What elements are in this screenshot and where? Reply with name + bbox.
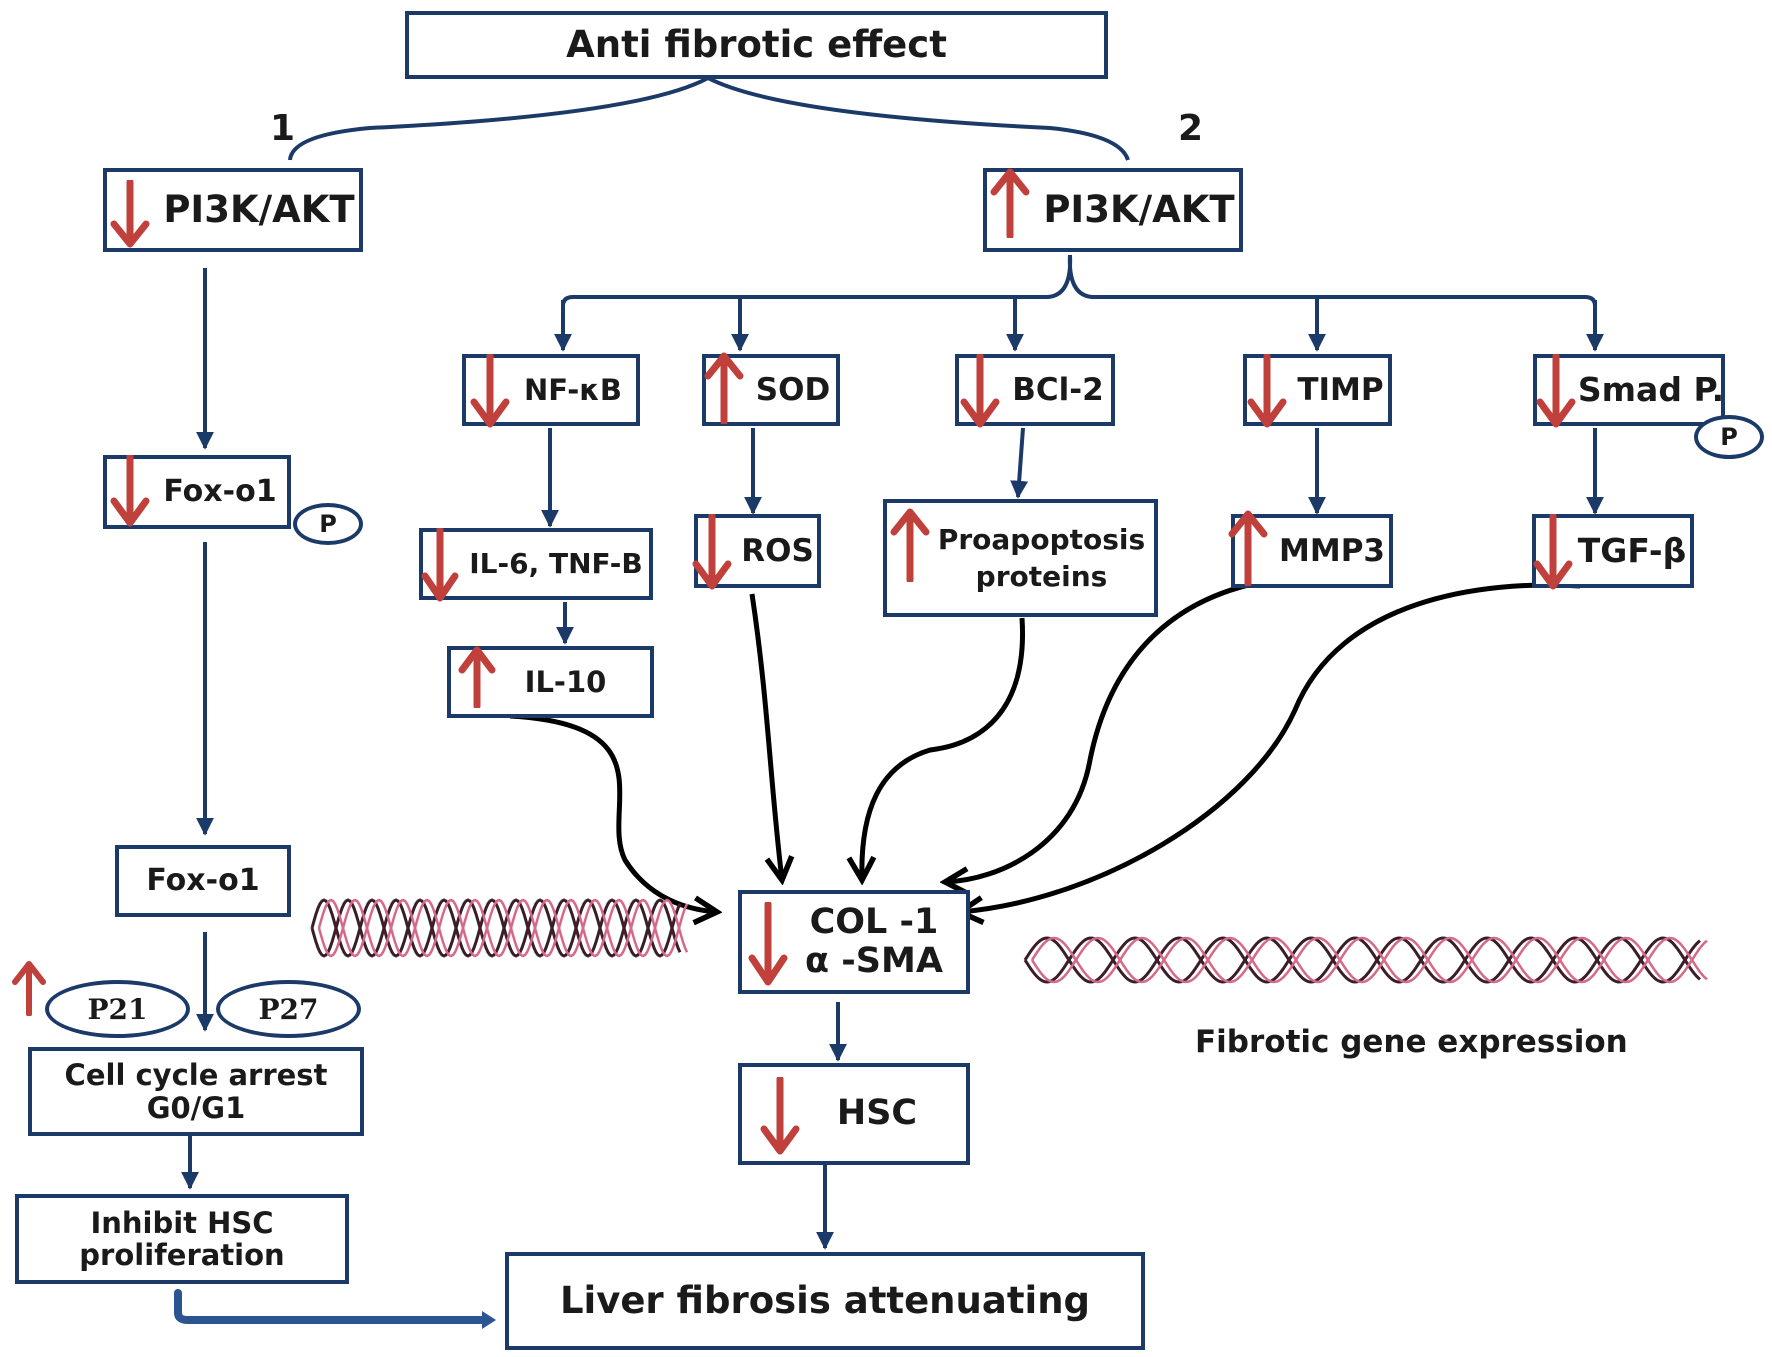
tgf-beta-label: TGF-β [1577,530,1687,570]
red-up-arrow-icon [12,961,46,1016]
hsc-label: HSC [836,1093,918,1134]
curve-tgf-to-col [960,582,1581,912]
red-down-arrow-icon [692,514,732,590]
fanout-bus [561,254,1597,307]
phosphate-oval: P [1694,415,1764,459]
red-down-arrow-icon [748,902,788,986]
red-down-arrow-icon [1536,354,1576,428]
red-up-arrow-icon [458,646,496,708]
pi3k-akt-up-box: PI3K/AKT [983,168,1243,252]
inhibit-hsc-line-2: proliferation [79,1238,285,1272]
asma-label: α -SMA [805,941,943,981]
red-down-arrow-icon [110,180,150,248]
dna-helix-icon [1023,936,1708,984]
connector-inhibit-to-liver [174,1289,486,1324]
dna-helix-icon [310,898,689,958]
proapoptosis-line-2: proteins [975,560,1108,593]
red-up-arrow-icon [890,508,930,582]
red-up-arrow-icon [704,352,744,424]
red-down-arrow-icon [110,455,150,527]
phosphate-label: P [1720,423,1738,451]
il10-label: IL-10 [524,664,607,699]
curve-proapop-to-col [862,617,1025,880]
phosphate-oval: P [293,503,363,545]
red-down-arrow-icon [421,528,459,602]
curve-ros-to-col [749,593,782,880]
pi3k-akt-up-label: PI3K/AKT [1043,188,1235,232]
cell-cycle-arrest-line-1: Cell cycle arrest [64,1058,328,1093]
fox-o1-box: Fox-o1 [115,845,291,917]
anti-fibrotic-effect-label: Anti fibrotic effect [566,23,947,67]
branch-number-2: 2 [1178,108,1204,149]
p21-oval: P21 [45,980,190,1038]
fox-o1-phospho-label: Fox-o1 [163,474,277,510]
col1-asma-box: COL -1 α -SMA [738,890,970,994]
red-down-arrow-icon [1533,514,1573,590]
mmp3-box: MMP3 [1231,514,1393,588]
anti-fibrotic-effect-box: Anti fibrotic effect [405,11,1108,79]
connector-inhibit-to-liver-head [482,1311,496,1329]
proapoptosis-box: Proapoptosis proteins [883,499,1158,617]
top-brace-connector [288,75,1130,161]
phosphate-label: P [319,510,337,538]
mmp3-label: MMP3 [1279,532,1385,569]
p21-label: P21 [87,992,148,1026]
branch-number-1: 1 [270,108,296,149]
inhibit-hsc-line-1: Inhibit HSC [90,1205,274,1240]
red-up-arrow-icon [1228,510,1268,586]
col1-label: COL -1 [809,901,939,942]
red-up-arrow-icon [990,168,1030,238]
sod-label: SOD [755,371,831,408]
pi3k-akt-down-box: PI3K/AKT [103,168,363,252]
connector-bcl2-to-proapop [1010,427,1029,499]
il6-tnf-label: IL-6, TNF-B [469,547,643,581]
liver-fibrosis-box: Liver fibrosis attenuating [505,1252,1145,1350]
red-down-arrow-icon [1247,354,1287,428]
red-down-arrow-icon [960,354,1000,428]
inhibit-hsc-box: Inhibit HSC proliferation [15,1194,349,1284]
nfkb-label: NF-κB [524,372,622,407]
ros-label: ROS [741,532,814,569]
bcl2-label: BCl-2 [1012,371,1104,408]
p27-oval: P27 [216,980,361,1038]
tgf-beta-box: TGF-β [1532,514,1694,588]
red-down-arrow-icon [470,354,510,428]
proapoptosis-line-1: Proapoptosis [937,522,1146,556]
cell-cycle-arrest-box: Cell cycle arrest G0/G1 [28,1047,364,1136]
pi3k-akt-down-label: PI3K/AKT [163,188,355,232]
red-down-arrow-icon [760,1077,800,1155]
timp-label: TIMP [1297,371,1384,408]
curve-mmp3-to-col [945,579,1263,882]
fox-o1-label: Fox-o1 [146,863,260,899]
smad-box: Smad P. [1533,354,1725,426]
cell-cycle-arrest-line-2: G0/G1 [146,1090,246,1125]
curve-il10-to-col [509,713,717,912]
liver-fibrosis-label: Liver fibrosis attenuating [559,1279,1091,1323]
p27-label: P27 [258,992,319,1026]
fibrotic-gene-expression-caption: Fibrotic gene expression [1195,1024,1628,1060]
il6-tnf-box: IL-6, TNF-B [419,528,653,600]
smad-label: Smad P. [1577,369,1725,409]
